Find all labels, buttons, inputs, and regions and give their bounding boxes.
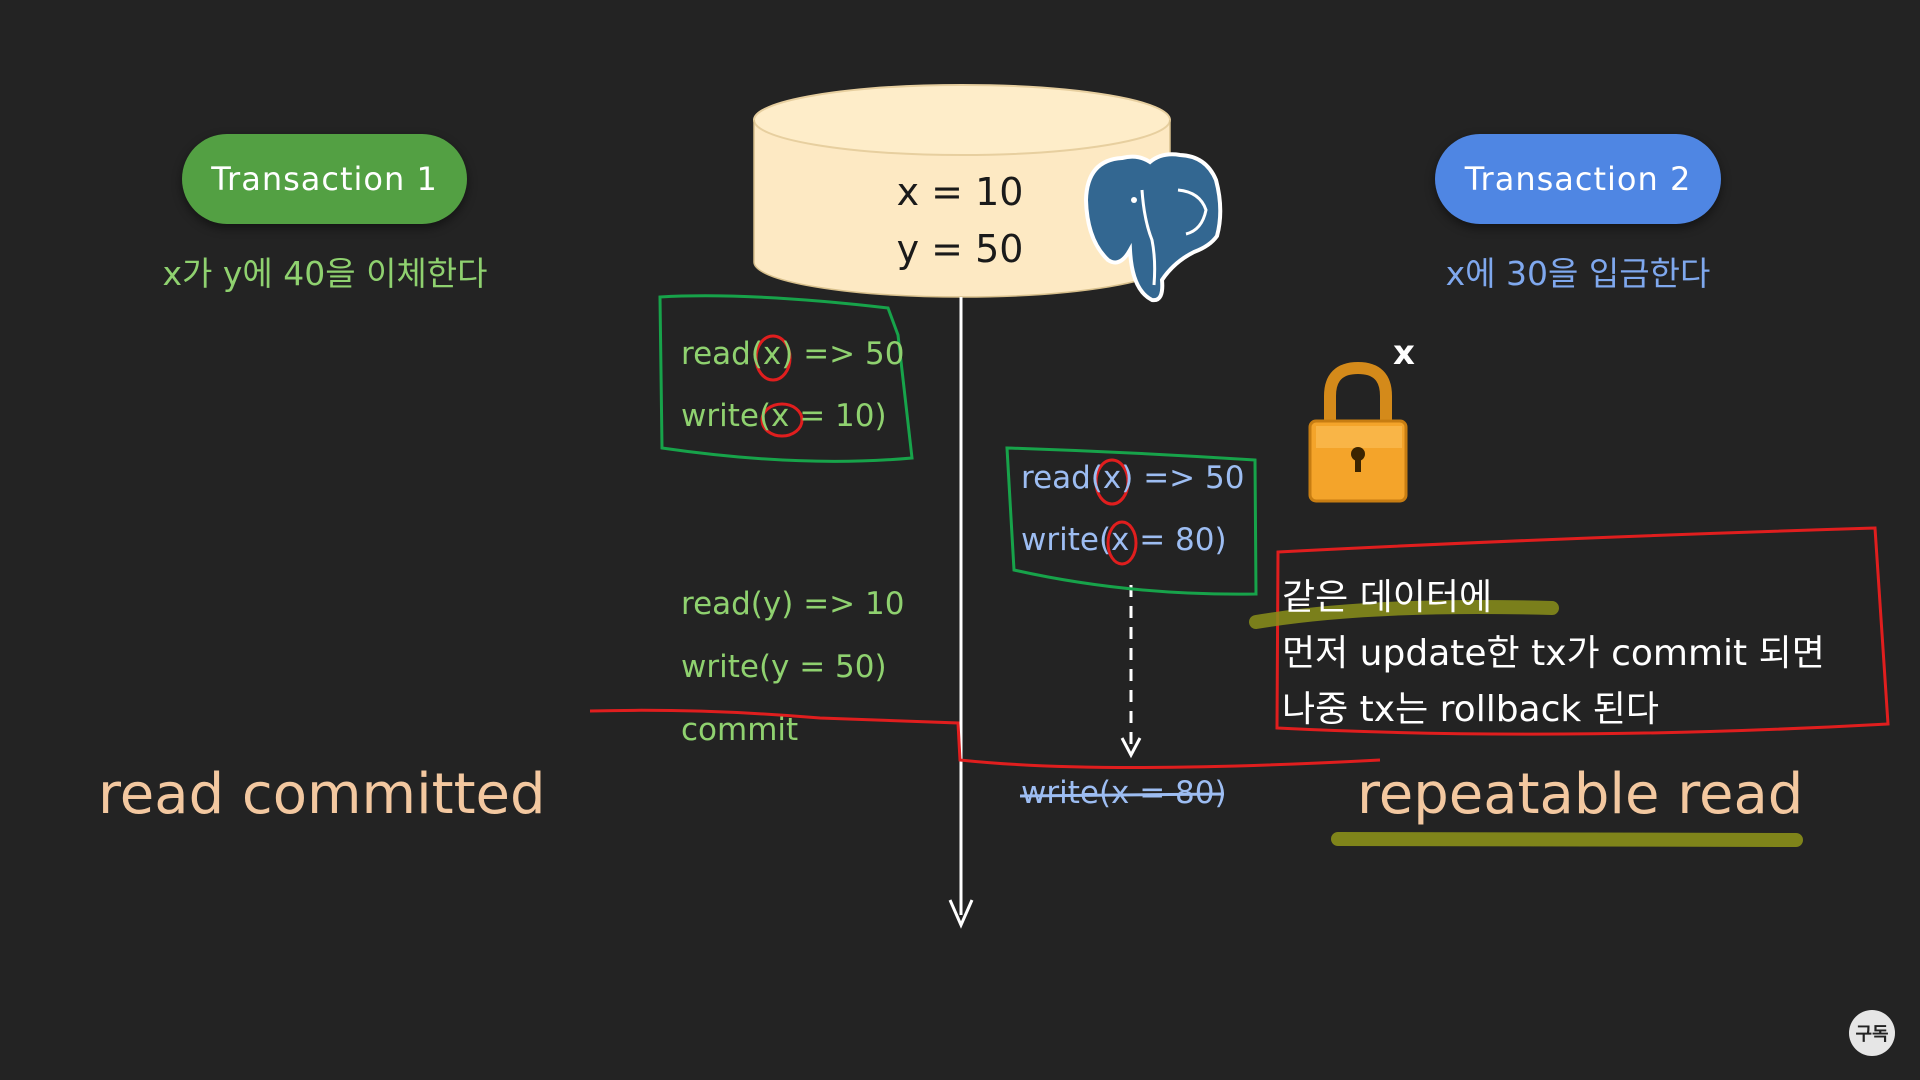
tx1-op-commit: commit [681,712,799,748]
red-circle-x-2 [760,402,804,438]
transaction-2-description: x에 30을 입금한다 [1445,254,1711,293]
tx1-op-read-x: read(x) => 50 [681,336,905,372]
tx2-op-read-x: read(x) => 50 [1021,460,1245,496]
red-note-box [1275,526,1890,736]
rollback-strike [1019,792,1225,798]
note-line-2: 먼저 update한 tx가 commit 되면 [1282,633,1825,674]
postgresql-elephant-icon [1083,152,1223,303]
highlight-note-first-line [1249,599,1559,629]
wait-dashed-arrow [1120,585,1142,759]
transaction-2-badge: Transaction 2 [1435,134,1721,224]
tx1-op-write-y: write(y = 50) [681,649,887,685]
note-line-3: 나중 tx는 rollback 된다 [1282,689,1659,730]
red-circle-x-4 [1106,520,1138,566]
red-circle-x-1 [754,334,792,382]
database-cylinder [753,84,1171,298]
green-box-tx1 [658,294,914,463]
tx2-op-write-x: write(x = 80) [1021,522,1227,558]
lock-label: x [1393,333,1415,373]
tx2-op-rolled-back-write: write(x = 80) [1021,775,1227,811]
db-value-y: y = 50 [896,227,1024,271]
transaction-1-description: x가 y에 40을 이체한다 [162,254,488,293]
isolation-level-read-committed: read committed [98,762,546,827]
red-circle-x-3 [1094,458,1130,506]
highlight-repeatable-read [1331,832,1803,847]
timeline-arrow [948,297,974,929]
green-box-tx2 [1005,446,1258,596]
padlock-icon [1308,361,1408,503]
tx1-op-read-y: read(y) => 10 [681,586,905,622]
isolation-level-repeatable-read: repeatable read [1357,762,1804,827]
subscribe-button[interactable]: 구독 [1849,1010,1895,1056]
db-value-x: x = 10 [896,170,1024,214]
transaction-1-badge: Transaction 1 [182,134,467,224]
tx1-op-write-x: write(x = 10) [681,398,887,434]
red-commit-line [589,708,1381,769]
note-line-1: 같은 데이터에 [1282,577,1493,618]
